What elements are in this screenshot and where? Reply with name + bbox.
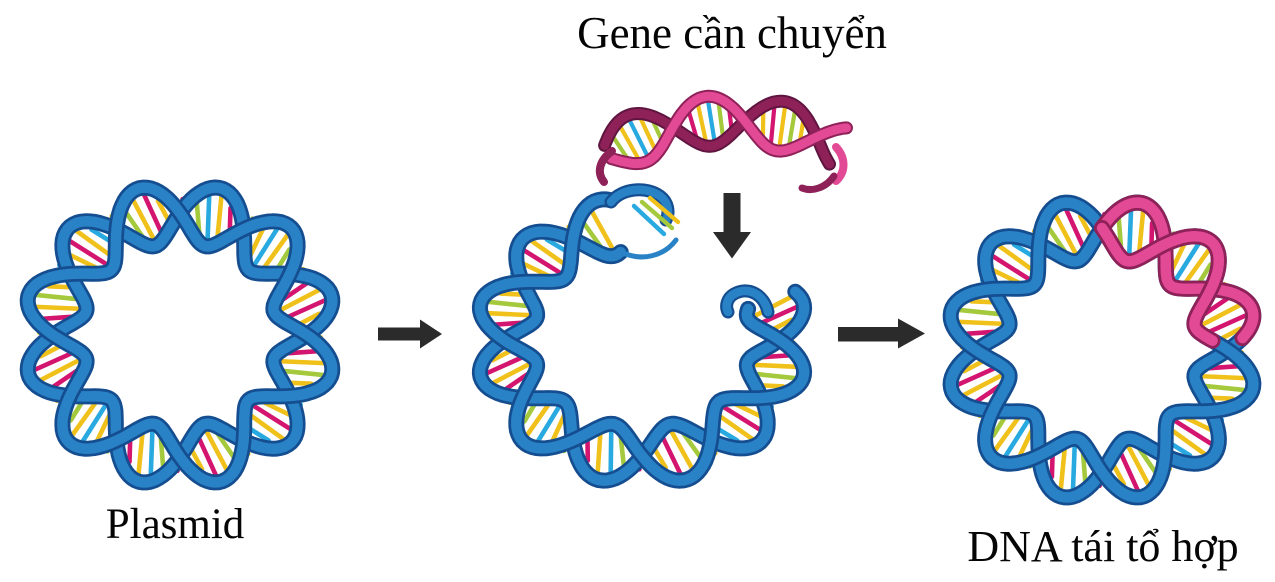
gene-label: Gene cần chuyển [577, 8, 887, 58]
process-arrows [378, 193, 925, 349]
gene-fragment-helix [595, 89, 853, 193]
arrow-right-icon [378, 319, 442, 349]
arrow-right-icon [838, 318, 925, 349]
cut-plasmid-helix-ring [471, 183, 813, 489]
recombinant-dna-label: DNA tái tổ hợp [967, 522, 1239, 571]
plasmid-helix-ring [19, 179, 341, 491]
recombinant-dna-ring [942, 194, 1262, 506]
plasmid-label: Plasmid [105, 501, 245, 548]
arrow-down-icon [713, 193, 751, 259]
